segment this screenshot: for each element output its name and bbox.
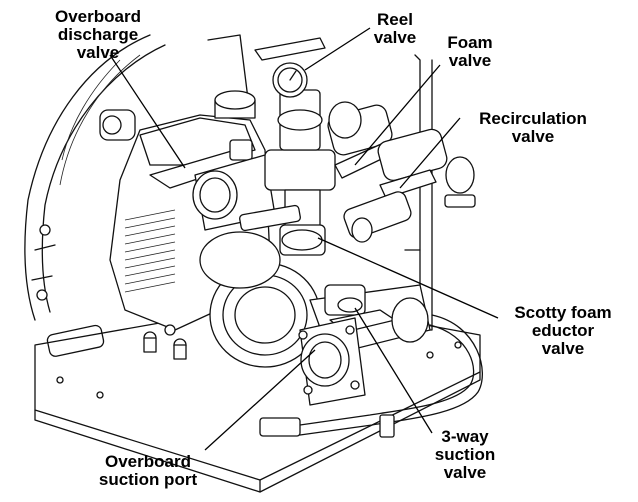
label-line: eductor (531, 321, 595, 340)
label-line: discharge (57, 25, 139, 44)
label-line: valve (448, 51, 492, 70)
recirculation-valve (377, 128, 476, 208)
leader-recirculation (399, 117, 461, 189)
label-overboard-discharge-valve: Overboard discharge valve (24, 8, 172, 62)
leader-foam (354, 64, 441, 166)
label-recirculation-valve: Recirculation valve (458, 110, 608, 146)
label-line: Foam (447, 33, 493, 52)
label-line: suction port (98, 470, 198, 489)
label-line: valve (511, 127, 555, 146)
frame-left (24, 34, 166, 321)
manifold (239, 149, 336, 256)
leader-reel (304, 27, 371, 71)
label-line: valve (373, 28, 417, 47)
label-line: 3-way (441, 427, 489, 446)
overboard-discharge-assembly (149, 139, 276, 231)
label-line: suction (434, 445, 496, 464)
leader-scotty (317, 237, 499, 319)
label-line: Scotty foam (514, 303, 612, 322)
leader-overboard-suction (204, 349, 316, 451)
leader-lines (109, 27, 499, 451)
label-line: Reel (377, 10, 413, 29)
label-reel-valve: Reel valve (365, 11, 425, 47)
leader-overboard-discharge (109, 54, 186, 169)
label-line: Recirculation (479, 109, 587, 128)
label-line: Overboard (55, 7, 141, 26)
label-line: valve (76, 43, 120, 62)
reel-valve (254, 37, 326, 151)
label-line: valve (443, 463, 487, 482)
scotty-eductor (343, 191, 412, 243)
hose (259, 314, 483, 438)
label-overboard-suction-port: Overboard suction port (78, 453, 218, 489)
label-three-way-suction-valve: 3-way suction valve (420, 428, 510, 482)
label-line: Overboard (105, 452, 191, 471)
pump-volute (199, 231, 321, 368)
label-scotty-foam-eductor-valve: Scotty foam eductor valve (497, 304, 629, 358)
leader-three-way (354, 307, 433, 434)
overboard-suction-port (298, 317, 366, 406)
label-line: valve (541, 339, 585, 358)
label-foam-valve: Foam valve (430, 34, 510, 70)
